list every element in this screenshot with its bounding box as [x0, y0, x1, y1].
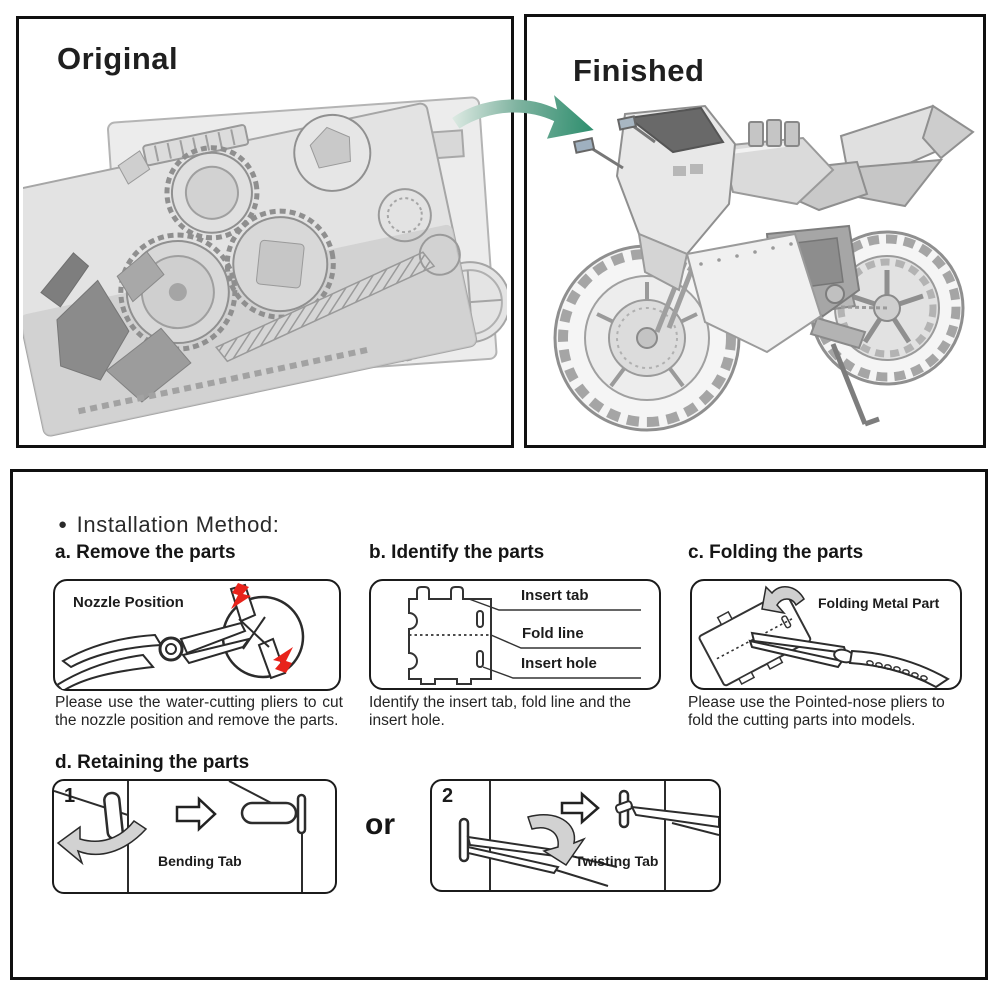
- front-wheel: [553, 244, 741, 432]
- folding-pliers-illustration: [698, 585, 950, 688]
- spark-icon: [231, 583, 293, 673]
- motorcycle-illustration: [553, 104, 975, 432]
- twist-arrow-icon: [527, 814, 587, 867]
- fold-line-label: Fold line: [522, 625, 584, 642]
- mirror: [572, 115, 656, 170]
- windscreen: [626, 106, 725, 154]
- bend-arrow-icon: [761, 585, 805, 615]
- step-b-title: b. Identify the parts: [369, 542, 545, 563]
- insert-tab-label: Insert tab: [521, 587, 589, 604]
- step-d-title: d. Retaining the parts: [55, 752, 250, 773]
- metal-sheet-front: [23, 102, 478, 437]
- panel-original: Original: [16, 16, 514, 448]
- finished-title: Finished: [573, 53, 705, 88]
- cutting-pliers-illustration: [55, 583, 305, 689]
- bending-tab-label: Bending Tab: [158, 853, 242, 869]
- step-b-caption: Identify the insert tab, fold line and t…: [369, 694, 631, 730]
- step-a-title: a. Remove the parts: [55, 542, 236, 563]
- bending-tab-box: 1 Bending Tab: [52, 779, 337, 894]
- arrow-right-icon: [175, 796, 217, 832]
- bullet-icon: ●: [58, 516, 68, 533]
- parts-identification-box: Insert tab Fold line Insert hole: [369, 579, 661, 690]
- nozzle-position-label: Nozzle Position: [73, 594, 184, 611]
- option-2-number: 2: [442, 785, 454, 807]
- panel-finished: Finished: [524, 14, 986, 448]
- bending-tab-illustration: [54, 781, 307, 892]
- parts-diagram: [408, 586, 641, 685]
- folding-metal-part-label: Folding Metal Part: [818, 595, 940, 611]
- twisting-tab-box: 2 Twisting Tab: [430, 779, 721, 892]
- installation-heading: ●Installation Method:: [58, 512, 280, 537]
- twisting-tab-illustration: [458, 781, 719, 890]
- step-c-caption: Please use the Pointed-nose pliers to fo…: [688, 694, 945, 730]
- or-label: or: [365, 808, 395, 841]
- metal-sheets-illustration: [23, 96, 507, 437]
- nozzle-position-box: Nozzle Position: [53, 579, 341, 691]
- option-1-number: 1: [64, 785, 76, 807]
- step-c-title: c. Folding the parts: [688, 542, 864, 563]
- original-title: Original: [57, 41, 179, 76]
- transform-arrow-icon: [452, 95, 594, 139]
- step-a-caption: Please use the water-cutting pliers to c…: [55, 694, 343, 730]
- twisting-tab-label: Twisting Tab: [575, 853, 659, 869]
- folding-box: Folding Metal Part: [690, 579, 962, 690]
- bend-curved-arrow-icon: [56, 819, 148, 866]
- kickstand: [830, 343, 868, 425]
- insert-hole-label: Insert hole: [521, 655, 597, 672]
- arrow-right-icon: [560, 791, 600, 825]
- panel-installation: ●Installation Method: a. Remove the part…: [10, 469, 988, 980]
